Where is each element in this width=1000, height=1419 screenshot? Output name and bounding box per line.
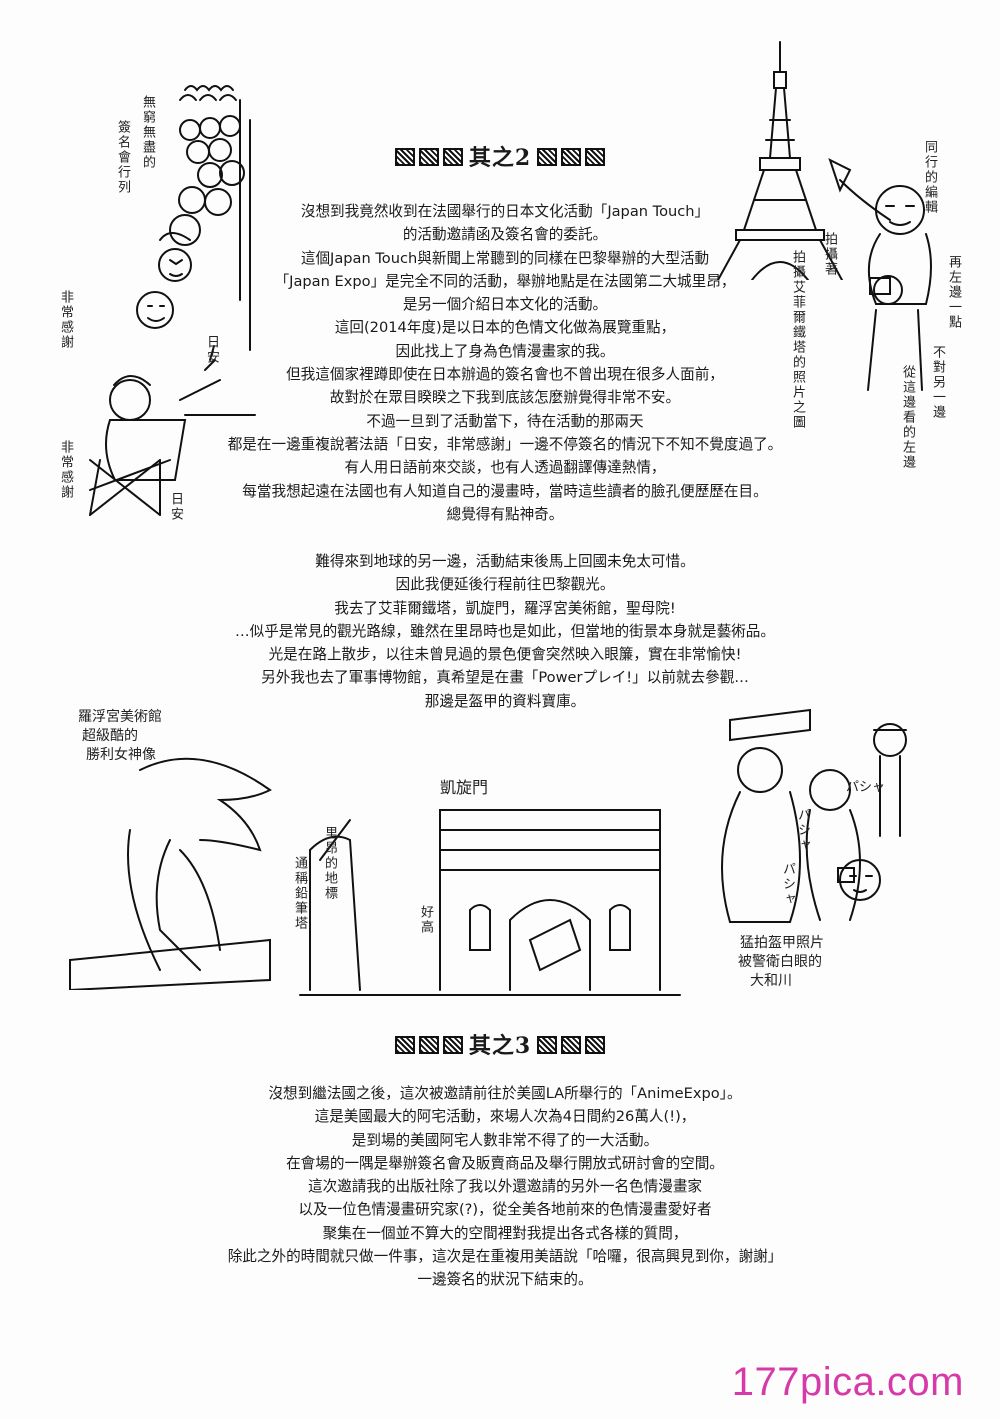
text-line: 是另一個介紹日本文化的活動。 xyxy=(402,296,608,314)
heading-right-boxes xyxy=(535,143,607,169)
section2-paragraph-a: 沒想到我竟然收到在法國舉行的日本文化活動「Japan Touch」 的活動邀請函… xyxy=(180,200,830,526)
note-bonjour-2: 日安 xyxy=(168,492,183,522)
text-line: …似乎是常見的觀光路線，雖然在里昂時也是如此，但當地的街景本身就是藝術品。 xyxy=(235,622,775,640)
note-louvre: 羅浮宮美術館 xyxy=(78,709,162,725)
note-tower-photo-b: 拍攝著 xyxy=(822,232,837,277)
note-snap-2: パシャ xyxy=(795,808,810,853)
heading-left-boxes xyxy=(393,1031,465,1057)
text-line: 光是在路上散步，以往未曾見過的景色便會突然映入眼簾，實在非常愉快! xyxy=(268,646,742,664)
note-armor: 猛拍盔甲照片 xyxy=(740,935,824,951)
note-not-that: 不對另一邊 xyxy=(930,345,945,420)
text-line: 以及一位色情漫畫研究家(?)，從全美各地前來的色情漫畫愛好者 xyxy=(298,1201,712,1219)
text-line: 這個Japan Touch與新聞上常聽到的同樣在巴黎舉辦的大型活動 xyxy=(300,249,710,267)
note-lyon: 里昂的地標 xyxy=(322,826,337,901)
section2-heading: 其之2 xyxy=(0,140,1000,172)
note-arc: 凱旋門 xyxy=(440,778,489,797)
text-line: 沒想到我竟然收到在法國舉行的日本文化活動「Japan Touch」 xyxy=(300,203,710,220)
text-line: 難得來到地球的另一邊，活動結束後馬上回國未免太可惜。 xyxy=(315,553,695,570)
section3-heading: 其之3 xyxy=(0,1028,1000,1060)
text-line: 一邊簽名的狀況下結束的。 xyxy=(417,1271,593,1289)
note-merci-2: 非常感謝 xyxy=(58,440,73,500)
heading-right-boxes xyxy=(535,1031,607,1057)
section2-heading-text: 其之2 xyxy=(468,145,532,171)
text-line: 另外我也去了軍事博物館，真希望是在畫「Powerプレイ!」以前就去參觀… xyxy=(261,669,749,687)
note-editor: 同行的編輯 xyxy=(922,140,937,215)
editor-drawing xyxy=(828,158,932,391)
site-watermark: 177pica.com xyxy=(731,1360,964,1404)
text-line: 故對於在眾目睽睽之下我到底該怎麼辦覺得非常不安。 xyxy=(329,389,681,407)
note-armor-3: 大和川 xyxy=(750,973,792,989)
heading-left-boxes xyxy=(393,143,465,169)
note-armor-2: 被警衛白眼的 xyxy=(738,954,822,970)
note-louvre-2: 超級酷的 xyxy=(82,728,138,744)
text-line: 聚集在一個並不算大的空間裡對我提出各式各樣的質問， xyxy=(322,1224,688,1242)
note-louvre-3: 勝利女神像 xyxy=(86,747,156,763)
text-line: 因此我便延後行程前往巴黎觀光。 xyxy=(395,576,615,594)
text-line: 我去了艾菲爾鐵塔，凱旋門，羅浮宮美術館，聖母院! xyxy=(334,599,676,617)
text-line: 的活動邀請函及簽名會的委託。 xyxy=(402,226,608,244)
text-line: 有人用日語前來交談，也有人透過翻譯傳達熱情， xyxy=(344,459,666,477)
note-queue: 無窮無盡的 xyxy=(140,95,155,170)
text-line: 但我這個家裡蹲即使在日本辦過的簽名會也不曾出現在很多人面前， xyxy=(286,366,724,384)
text-line: 每當我想起遠在法國也有人知道自己的漫畫時，當時這些讀者的臉孔便歷歷在目。 xyxy=(242,482,768,500)
note-bonjour-1: 日安 xyxy=(204,335,219,365)
text-line: 這次邀請我的出版社除了我以外還邀請的另外一名色情漫畫家 xyxy=(307,1178,703,1196)
text-line: 除此之外的時間就只做一件事，這次是在重複用美語說「哈囉，很高興見到你，謝謝」 xyxy=(227,1248,783,1266)
note-tower-photo: 拍攝艾菲爾鐵塔的照片之圖 xyxy=(790,250,805,430)
note-snap-3: パシャ xyxy=(780,862,795,907)
text-line: 那邊是盔甲的資料寶庫。 xyxy=(424,692,586,710)
text-line: 都是在一邊重複說著法語「日安，非常感謝」一邊不停簽名的情況下不知不覺度過了。 xyxy=(227,435,783,453)
text-line: 沒想到繼法國之後，這次被邀請前往於美國LA所舉行的「AnimeExpo」。 xyxy=(268,1085,742,1102)
text-line: 這是美國最大的阿宅活動，來場人次為4日間約26萬人(!)， xyxy=(314,1108,696,1126)
winged-victory-drawing xyxy=(69,757,272,990)
note-lyon-2: 通稱鉛筆塔 xyxy=(292,856,307,931)
text-line: 在會場的一隅是舉辦簽名會及販賣商品及舉行開放式研討會的空間。 xyxy=(286,1154,724,1172)
arc-de-triomphe-drawing xyxy=(299,809,681,996)
text-line: 「Japan Expo」是完全不同的活動，舉辦地點是在法國第二大城里昂， xyxy=(274,272,736,290)
section3-heading-text: 其之3 xyxy=(468,1033,532,1059)
text-line: 總覺得有點神奇。 xyxy=(446,505,564,523)
armor-museum-drawing xyxy=(721,708,907,923)
note-from-left: 從這邊看的左邊 xyxy=(900,365,915,470)
note-merci-1: 非常感謝 xyxy=(58,290,73,350)
signing-queue-drawing xyxy=(89,85,256,516)
note-tall: 好高 xyxy=(418,905,433,935)
text-line: 這回(2014年度)是以日本的色情文化做為展覽重點， xyxy=(334,319,676,337)
note-queue-2: 簽名會行列 xyxy=(115,120,130,195)
note-snap-1: パシャ xyxy=(846,780,886,795)
note-left-more: 再左邊一點 xyxy=(946,255,961,330)
section2-paragraph-b: 難得來到地球的另一邊，活動結束後馬上回國未免太可惜。 因此我便延後行程前往巴黎觀… xyxy=(180,550,830,713)
text-line: 是到場的美國阿宅人數非常不得了的一大活動。 xyxy=(351,1131,659,1149)
eiffel-tower-drawing xyxy=(717,41,843,280)
text-line: 因此找上了身為色情漫畫家的我。 xyxy=(395,342,615,360)
text-line: 不過一旦到了活動當下，待在活動的那兩天 xyxy=(366,412,644,430)
section3-paragraph: 沒想到繼法國之後，這次被邀請前往於美國LA所舉行的「AnimeExpo」。 這是… xyxy=(180,1082,830,1292)
